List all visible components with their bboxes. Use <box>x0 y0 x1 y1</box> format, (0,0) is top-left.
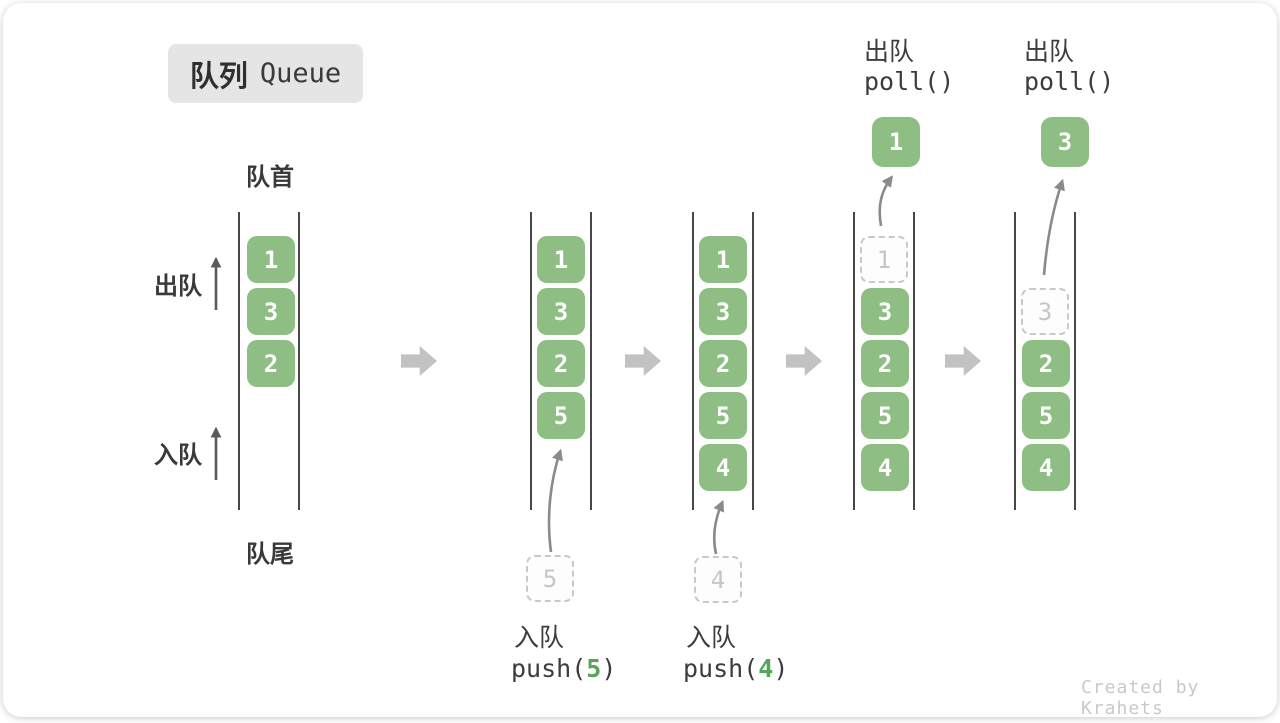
queue-channel-state-2 <box>530 212 592 510</box>
label-queue-front: 队首 <box>246 164 294 191</box>
push5-arg: 5 <box>586 654 602 683</box>
queue-channel-state-4 <box>853 212 915 510</box>
queue-element: 2 <box>247 340 295 387</box>
label-poll1-call: poll() <box>864 67 955 96</box>
queue-element: 2 <box>1022 340 1070 387</box>
push5-close: ) <box>601 654 617 683</box>
removed-element-placeholder: 3 <box>1021 288 1069 335</box>
queue-element: 1 <box>247 236 295 283</box>
queue-element: 5 <box>1022 392 1070 439</box>
polled-element-1: 1 <box>872 117 920 167</box>
push5-fn: push( <box>511 654 587 683</box>
title-zh: 队列 <box>189 60 248 93</box>
pending-element-push5: 5 <box>526 555 574 602</box>
queue-element: 5 <box>537 392 585 439</box>
state-transition-arrow-icon <box>945 346 981 376</box>
label-poll3-call: poll() <box>1024 67 1115 96</box>
pending-element-push4: 4 <box>694 556 742 603</box>
push4-fn: push( <box>683 654 759 683</box>
queue-element: 3 <box>247 288 295 335</box>
label-enqueue-op-1: 入队 <box>514 624 565 652</box>
push4-close: ) <box>773 654 789 683</box>
label-push4-call: push(4) <box>683 654 788 683</box>
queue-element: 5 <box>861 392 909 439</box>
queue-element: 2 <box>699 340 747 387</box>
state-transition-arrow-icon <box>786 346 822 376</box>
queue-channel-state-5 <box>1014 212 1076 510</box>
removed-element-placeholder: 1 <box>860 236 908 283</box>
state-transition-arrow-icon <box>625 346 661 376</box>
state-transition-arrow-icon <box>401 346 437 376</box>
queue-element: 1 <box>699 236 747 283</box>
polled-element-3: 3 <box>1041 117 1089 167</box>
queue-channel-state-3 <box>692 212 754 510</box>
label-dequeue-op-1: 出队 <box>864 38 915 66</box>
queue-element: 1 <box>537 236 585 283</box>
figure-card: 队列 Queue 队首 队尾 出队 入队 1 3 2 1 3 2 5 1 3 2… <box>3 3 1277 719</box>
watermark-credit: Created by Krahets <box>1081 677 1200 719</box>
label-queue-rear: 队尾 <box>246 541 294 568</box>
push4-arg: 4 <box>758 654 774 683</box>
queue-element: 5 <box>699 392 747 439</box>
queue-element: 3 <box>699 288 747 335</box>
title-en: Queue <box>259 58 342 89</box>
label-push5-call: push(5) <box>511 654 616 683</box>
queue-element: 2 <box>537 340 585 387</box>
label-dequeue-side: 出队 <box>154 273 202 300</box>
queue-element: 3 <box>861 288 909 335</box>
title-badge: 队列 Queue <box>168 44 363 103</box>
label-enqueue-side: 入队 <box>154 442 202 469</box>
queue-element: 2 <box>861 340 909 387</box>
queue-channel-state-1 <box>238 212 300 510</box>
queue-element: 3 <box>537 288 585 335</box>
push4-arrow-icon <box>712 499 725 555</box>
label-dequeue-op-2: 出队 <box>1024 38 1075 66</box>
label-enqueue-op-2: 入队 <box>686 624 737 652</box>
queue-element: 4 <box>699 444 747 491</box>
queue-element: 4 <box>1022 444 1070 491</box>
queue-element: 4 <box>861 444 909 491</box>
